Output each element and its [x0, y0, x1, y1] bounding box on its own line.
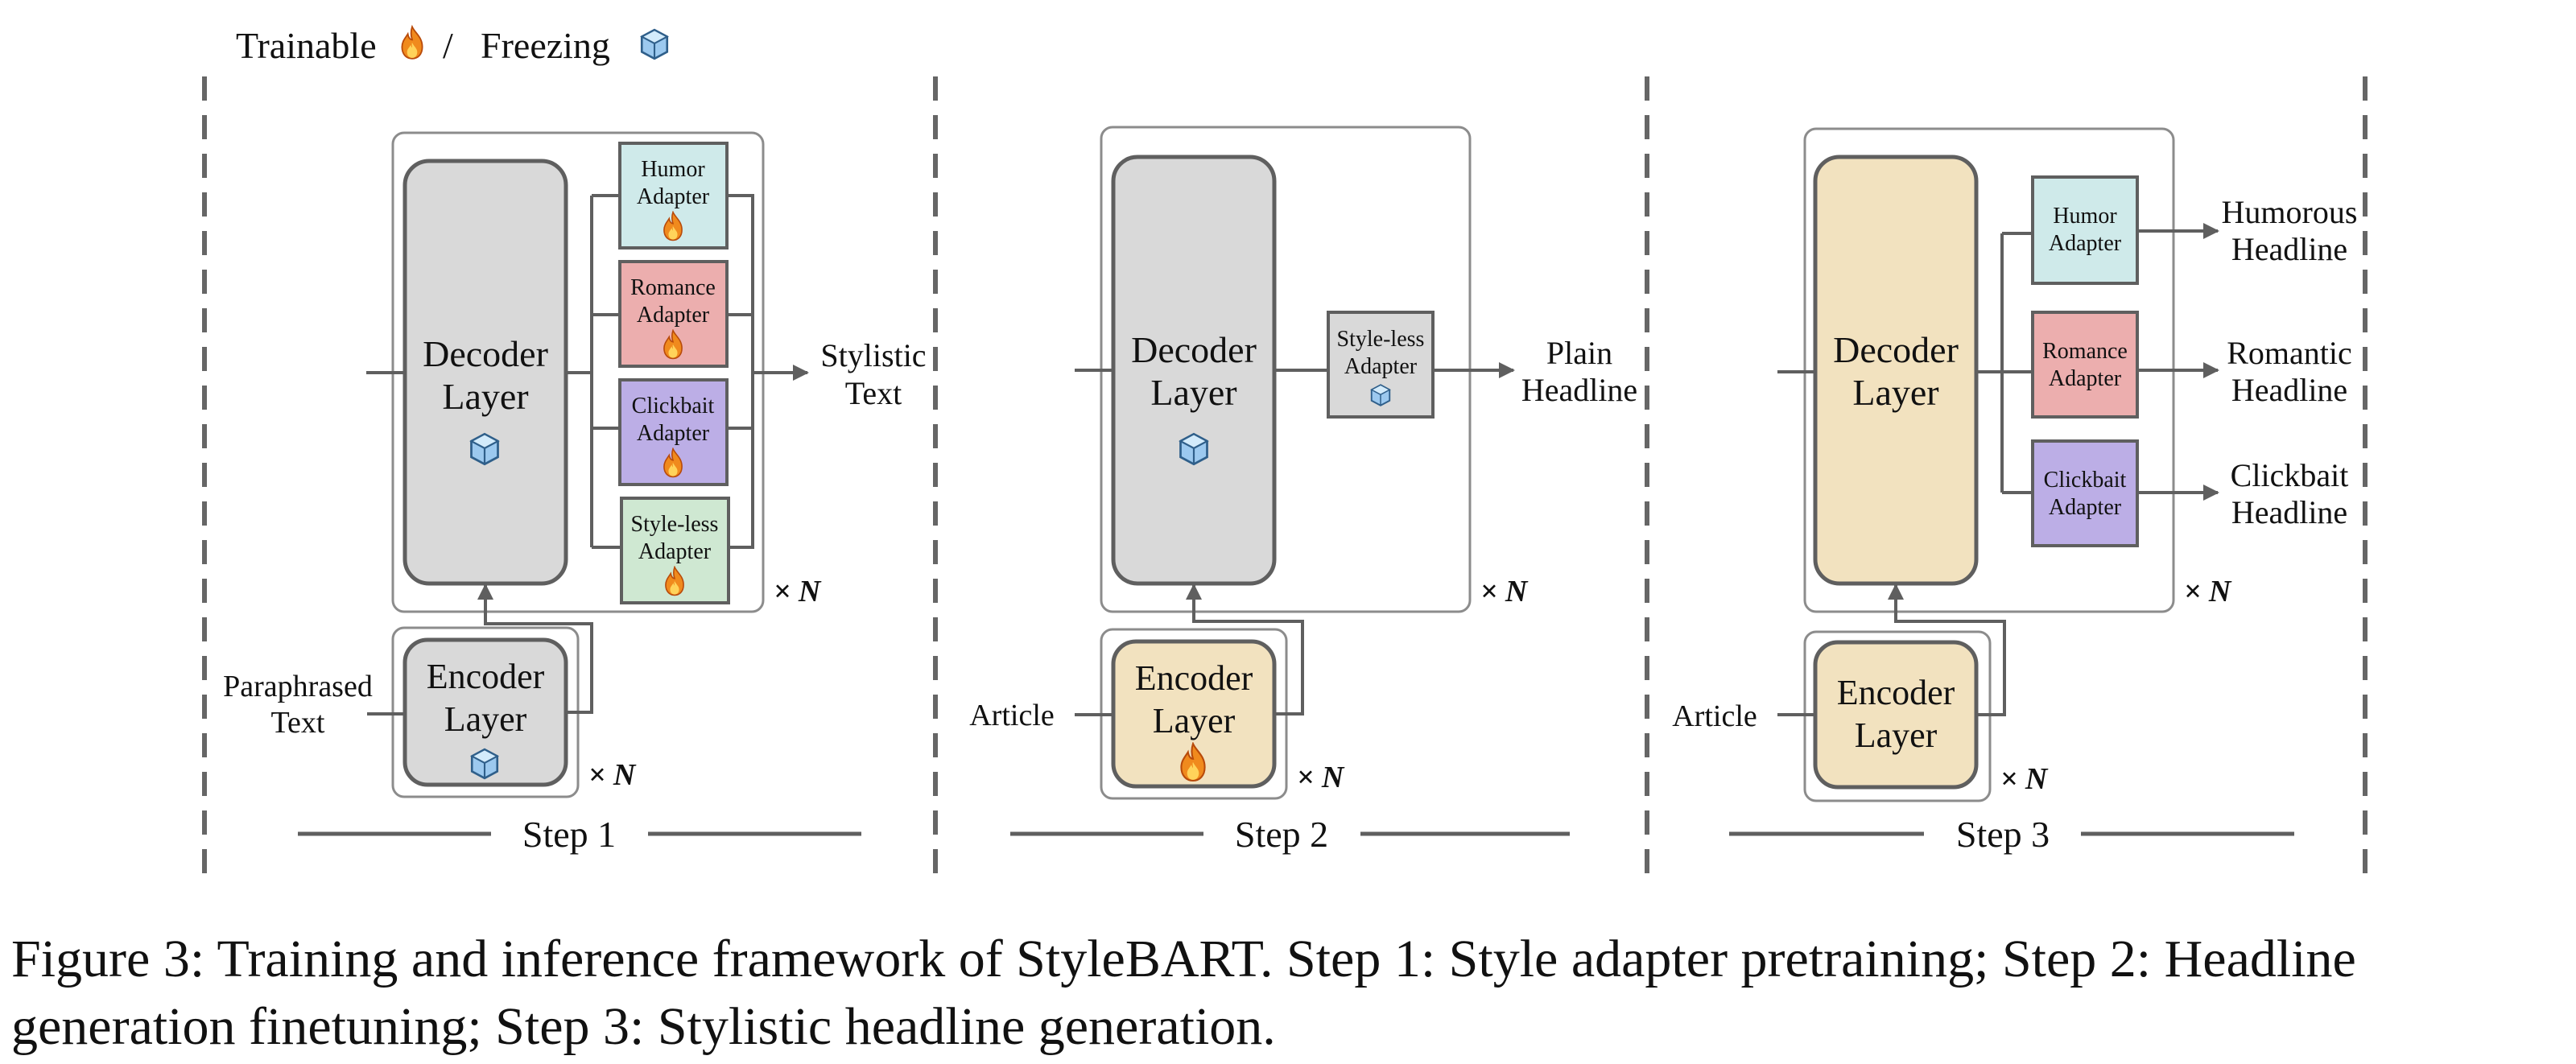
legend-separator: / — [443, 25, 453, 66]
figure-caption: Figure 3: Training and inference framewo… — [11, 926, 2563, 1061]
adapter-label: Adapter — [638, 539, 712, 564]
legend-freezing-label: Freezing — [481, 25, 610, 66]
adapter-merge-lines — [727, 194, 754, 549]
encoder-layer-label: Layer — [1153, 701, 1236, 740]
decoder-layer-label: Decoder — [1131, 329, 1257, 370]
input-label: Article — [969, 699, 1055, 732]
encoder-layer — [1813, 640, 1979, 790]
encoder-to-decoder-arrow — [1186, 584, 1304, 716]
fire-icon — [401, 26, 423, 60]
output-label: Headline — [1521, 372, 1637, 408]
adapter-label: Adapter — [1344, 354, 1418, 379]
step-label: Step 3 — [1956, 814, 2050, 855]
output-label: Stylistic — [820, 337, 926, 373]
output-label: Headline — [2231, 231, 2347, 267]
encoder-to-decoder-arrow — [477, 584, 593, 714]
output-label: Clickbait — [2231, 457, 2349, 493]
step-3: Decoder Layer Humor Adapter Romance Adap… — [1672, 127, 2358, 855]
repeat-label: × N — [2184, 575, 2232, 608]
caption-line: generation finetuning; Step 3: Stylistic… — [11, 997, 1276, 1056]
ice-cube-icon — [640, 28, 669, 60]
decoder-layer-label: Decoder — [423, 333, 548, 374]
humor-adapter — [2031, 175, 2139, 285]
adapter-fanout-lines — [566, 194, 620, 549]
encoder-to-decoder-arrow — [1888, 584, 2006, 716]
adapter-label: Romance — [630, 275, 716, 300]
encoder-layer-label: Encoder — [1135, 658, 1253, 698]
adapter-label: Adapter — [637, 421, 710, 446]
romance-adapter — [2031, 311, 2139, 419]
step-1: Decoder Layer Humor Adapter Romance Adap… — [223, 131, 927, 855]
adapter-label: Adapter — [637, 184, 710, 209]
decoder-layer-label: Layer — [442, 376, 528, 417]
adapter-label: Humor — [641, 157, 705, 182]
encoder-layer-label: Encoder — [1837, 673, 1955, 712]
output-label: Text — [845, 375, 902, 411]
clickbait-adapter — [2031, 439, 2139, 547]
caption-line: Figure 3: Training and inference framewo… — [11, 930, 2356, 988]
decoder-layer-label: Layer — [1852, 372, 1938, 413]
adapter-label: Adapter — [637, 303, 710, 328]
step-separators — [202, 76, 2368, 873]
stylebart-framework-diagram: Trainable / Freezing Decoder Layer Humor… — [202, 25, 2368, 873]
repeat-label: × N — [774, 575, 822, 608]
ice-cube-icon — [1179, 432, 1208, 466]
adapter-label: Adapter — [2049, 231, 2122, 256]
legend: Trainable / Freezing — [236, 25, 669, 66]
ice-cube-icon — [470, 748, 499, 780]
output-label: Headline — [2231, 494, 2347, 530]
encoder-layer-label: Encoder — [427, 657, 545, 696]
repeat-label: × N — [588, 758, 637, 792]
encoder-layer-label: Layer — [1855, 716, 1938, 755]
adapter-label: Adapter — [2049, 366, 2122, 391]
legend-trainable-label: Trainable — [236, 25, 377, 66]
output-label: Romantic — [2227, 335, 2352, 371]
adapter-fanout-lines — [1976, 232, 2033, 494]
ice-cube-icon — [470, 432, 499, 466]
output-label: Headline — [2231, 372, 2347, 408]
step-2: Decoder Layer Style-less Adapter Plain H… — [969, 126, 1637, 855]
adapter-label: Clickbait — [2044, 468, 2127, 493]
repeat-label: × N — [1480, 575, 1529, 608]
repeat-label: × N — [1297, 761, 1345, 794]
adapter-label: Humor — [2053, 204, 2117, 229]
input-label: Paraphrased — [223, 670, 373, 703]
adapter-label: Adapter — [2049, 495, 2122, 520]
decoder-layer — [1111, 155, 1277, 586]
step-label: Step 2 — [1235, 814, 1328, 855]
adapter-label: Style-less — [1337, 327, 1425, 352]
adapter-label: Clickbait — [632, 394, 715, 419]
decoder-layer-label: Decoder — [1833, 329, 1959, 370]
repeat-label: × N — [2000, 762, 2049, 796]
encoder-layer-label: Layer — [444, 699, 527, 739]
decoder-layer-label: Layer — [1150, 372, 1236, 413]
input-label: Article — [1672, 699, 1757, 733]
output-label: Plain — [1546, 335, 1612, 371]
input-label: Text — [271, 706, 325, 740]
decoder-layer — [1813, 155, 1979, 586]
adapter-label: Romance — [2042, 339, 2128, 364]
ice-cube-icon — [1370, 384, 1391, 406]
step-label: Step 1 — [522, 814, 616, 855]
output-label: Humorous — [2222, 194, 2358, 230]
adapter-label: Style-less — [631, 512, 719, 537]
